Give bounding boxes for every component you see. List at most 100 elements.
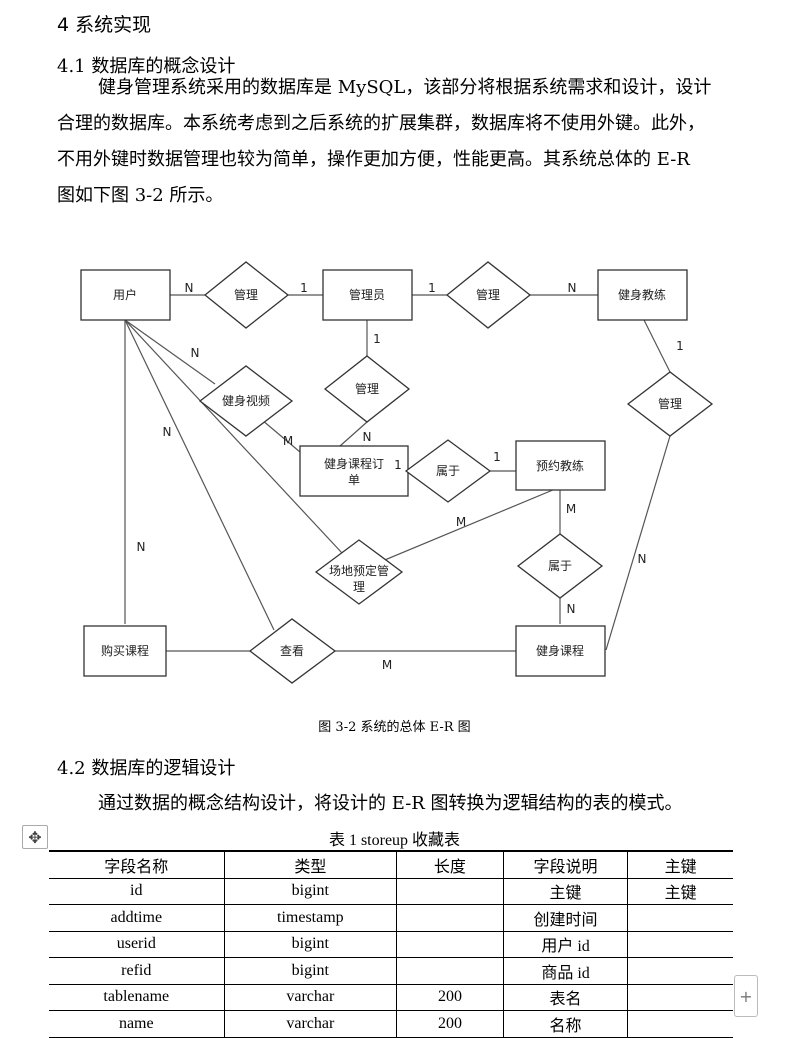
table-cell: bigint bbox=[223, 878, 397, 905]
relation-label: 管理 bbox=[658, 396, 682, 411]
relation-manage-1 bbox=[203, 261, 290, 329]
table-row: userid bigint 用户 id bbox=[49, 931, 733, 958]
entity-user bbox=[80, 269, 171, 321]
edge bbox=[339, 421, 368, 447]
table-cell bbox=[396, 931, 504, 958]
table-row: refid bigint 商品 id bbox=[49, 957, 733, 985]
entity-course bbox=[515, 625, 606, 677]
table-move-handle[interactable]: ✥ bbox=[22, 825, 48, 849]
add-row-button[interactable]: + bbox=[734, 975, 758, 1017]
entity-label: 健身教练 bbox=[618, 287, 666, 302]
table-cell: timestamp bbox=[223, 904, 397, 932]
table-cell bbox=[396, 878, 504, 905]
entity-label: 用户 bbox=[113, 287, 137, 302]
table-cell: 200 bbox=[396, 1010, 504, 1038]
edge bbox=[124, 319, 343, 554]
table-cell: refid bbox=[49, 957, 225, 985]
chapter-heading: 4 系统实现 bbox=[57, 14, 152, 36]
table-row: id bigint 主键 主键 bbox=[49, 878, 733, 905]
cardinality-label: 1 bbox=[300, 281, 308, 295]
cardinality-label: 1 bbox=[428, 281, 436, 295]
relation-manage-3 bbox=[323, 355, 411, 423]
table-row: tablename varchar 200 表名 bbox=[49, 984, 733, 1011]
relation-venue bbox=[314, 539, 404, 605]
cardinality-label: N bbox=[137, 540, 146, 554]
table-cell: bigint bbox=[223, 931, 397, 958]
table-row: addtime timestamp 创建时间 bbox=[49, 904, 733, 932]
section-heading-4-2: 4.2 数据库的逻辑设计 bbox=[57, 758, 236, 779]
cardinality-label: 1 bbox=[676, 339, 684, 353]
table-header-cell: 主键 bbox=[627, 850, 733, 879]
table-cell: userid bbox=[49, 931, 225, 958]
table-header-cell: 字段说明 bbox=[502, 850, 628, 879]
table-cell: addtime bbox=[49, 904, 225, 932]
relation-view bbox=[248, 618, 337, 684]
table-cell: 创建时间 bbox=[502, 904, 628, 932]
cardinality-label: M bbox=[566, 502, 576, 516]
entity-buy-course bbox=[83, 625, 167, 677]
entity-admin bbox=[322, 269, 413, 321]
cardinality-label: M bbox=[283, 434, 293, 448]
relation-manage-2 bbox=[445, 261, 532, 329]
table-header-cell: 类型 bbox=[223, 850, 397, 879]
entity-label: 单 bbox=[348, 473, 360, 487]
relation-belong-1 bbox=[404, 439, 492, 503]
edge bbox=[643, 319, 671, 373]
table-cell bbox=[396, 957, 504, 985]
table-cell: id bbox=[49, 878, 225, 905]
relation-label: 属于 bbox=[436, 464, 460, 478]
table-row: name varchar 200 名称 bbox=[49, 1010, 733, 1038]
table-cell: varchar bbox=[223, 1010, 397, 1038]
table-cell bbox=[627, 904, 733, 932]
table-header-cell: 字段名称 bbox=[49, 850, 225, 879]
table-caption: 表 1 storeup 收藏表 bbox=[328, 832, 461, 849]
move-icon: ✥ bbox=[28, 827, 42, 847]
paragraph-2: 通过数据的概念结构设计，将设计的 E-R 图转换为逻辑结构的表的模式。 bbox=[57, 786, 757, 822]
table-cell bbox=[396, 904, 504, 932]
table-cell: varchar bbox=[223, 984, 397, 1011]
relation-belong-2 bbox=[516, 533, 604, 599]
edge bbox=[379, 486, 561, 563]
table-cell: 名称 bbox=[502, 1010, 628, 1038]
plus-icon: + bbox=[739, 986, 753, 1006]
entity-coach bbox=[597, 269, 688, 321]
cardinality-label: N bbox=[638, 552, 647, 566]
relation-video bbox=[198, 365, 294, 437]
table-cell bbox=[627, 931, 733, 958]
entity-reserve-coach bbox=[515, 440, 606, 491]
paragraph-line: 不用外键时数据管理也较为简单，操作更加方便，性能更高。其系统总体的 E-R bbox=[57, 149, 690, 170]
entity-label: 预约教练 bbox=[536, 458, 584, 473]
cardinality-label: 1 bbox=[493, 450, 501, 464]
table-cell: tablename bbox=[49, 984, 225, 1011]
cardinality-label: N bbox=[185, 281, 194, 295]
cardinality-label: N bbox=[568, 281, 577, 295]
table-cell bbox=[627, 1010, 733, 1038]
entity-label: 管理员 bbox=[349, 287, 385, 302]
entity-label: 购买课程 bbox=[101, 643, 149, 658]
edge bbox=[261, 419, 301, 453]
cardinality-label: N bbox=[567, 602, 576, 616]
table-cell: 表名 bbox=[502, 984, 628, 1011]
table-header-cell: 长度 bbox=[396, 850, 504, 879]
entity-label: 健身课程订 bbox=[324, 456, 384, 471]
paragraph-line: 健身管理系统采用的数据库是 MySQL，该部分将根据系统需求和设计，设计 bbox=[98, 77, 712, 98]
paragraph-line: 通过数据的概念结构设计，将设计的 E-R 图转换为逻辑结构的表的模式。 bbox=[98, 793, 683, 814]
entity-course-order bbox=[299, 445, 409, 497]
edge bbox=[124, 319, 275, 631]
relation-label: 管理 bbox=[355, 381, 379, 396]
edge bbox=[605, 435, 671, 651]
cardinality-label: N bbox=[363, 430, 372, 444]
table-cell: 主键 bbox=[502, 878, 628, 905]
cardinality-label: M bbox=[382, 658, 392, 672]
cardinality-label: 1 bbox=[373, 332, 381, 346]
relation-label: 健身视频 bbox=[222, 393, 270, 408]
figure-caption: 图 3-2 系统的总体 E-R 图 bbox=[318, 720, 471, 735]
relation-label: 场地预定管 bbox=[329, 563, 389, 578]
relation-label: 理 bbox=[353, 580, 365, 594]
paragraph-line: 图如下图 3-2 所示。 bbox=[57, 185, 224, 206]
cardinality-label: N bbox=[191, 346, 200, 360]
er-diagram: 用户 管理员 健身教练 健身课程订 单 预约教练 购买课程 健身课程 管理 管理… bbox=[80, 261, 714, 684]
paragraph-line: 合理的数据库。本系统考虑到之后系统的扩展集群，数据库将不使用外键。此外， bbox=[57, 113, 705, 134]
table-cell: bigint bbox=[223, 957, 397, 985]
storeup-table: 字段名称 类型 长度 字段说明 主键 id bigint 主键 主键 addti… bbox=[49, 850, 733, 1038]
